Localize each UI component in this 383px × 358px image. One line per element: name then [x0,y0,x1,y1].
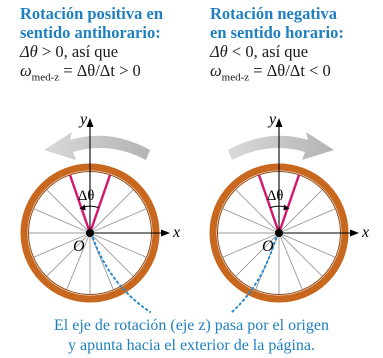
left-omega-sub: med-z [31,71,60,84]
left-wheel: y x O Δθ [20,111,180,313]
right-origin-label: O [262,238,274,255]
right-omega-rest: = Δθ/Δt < 0 [249,61,331,80]
left-cond-rel: > 0, así que [37,42,119,61]
right-title-line2: en sentido horario: [210,23,344,42]
left-radius-initial [88,174,112,234]
left-y-axis-arrow-icon [86,118,94,127]
right-omega: ωmed-z = Δθ/Δt < 0 [210,61,383,87]
left-radius-final [68,174,92,234]
caption-line2: y apunta hacia el exterior de la página. [68,337,315,354]
right-wheel: y x O Δθ [209,111,369,313]
right-cond-rel: < 0, así que [227,42,309,61]
left-angle-arc-arrow-icon [79,204,86,211]
right-angle-arc-arrow-icon [283,204,290,211]
left-x-axis-arrow-icon [161,229,170,237]
left-title-line2: sentido antihorario: [20,23,161,42]
left-axis-pointer [92,237,151,313]
right-x-label: x [361,224,369,241]
right-cond-symbol: Δθ [210,42,228,61]
left-rotation-arrow-icon [44,132,150,160]
right-radius-initial [257,174,281,234]
left-omega: ωmed-z = Δθ/Δt > 0 [20,61,195,87]
left-delta-theta-label: Δθ [78,188,94,204]
left-condition: Δθ > 0, así que [20,42,195,61]
left-panel-text: Rotación positiva en sentido antihorario… [20,4,195,87]
right-condition: Δθ < 0, así que [210,42,383,61]
right-title-line1: Rotación negativa [210,4,337,23]
left-hub [86,229,94,237]
left-title-line1: Rotación positiva en [20,4,164,23]
left-cond-symbol: Δθ [20,42,38,61]
axis-caption: El eje de rotación (eje z) pasa por el o… [0,316,383,356]
left-omega-rest: = Δθ/Δt > 0 [59,61,141,80]
right-axis-pointer [231,237,277,313]
right-y-axis-arrow-icon [275,118,283,127]
right-omega-symbol: ω [210,61,222,80]
left-origin-label: O [73,238,85,255]
right-hub [275,229,283,237]
right-panel-text: Rotación negativa en sentido horario: Δθ… [210,4,383,87]
right-y-label: y [267,111,277,128]
left-x-label: x [172,224,180,241]
left-y-label: y [78,111,88,128]
left-omega-symbol: ω [20,61,32,80]
right-x-axis-arrow-icon [350,229,359,237]
caption-line1: El eje de rotación (eje z) pasa por el o… [54,317,329,334]
right-delta-theta-label: Δθ [267,188,283,204]
right-radius-final [277,174,301,234]
right-rotation-arrow-icon [228,132,334,160]
right-omega-sub: med-z [221,71,250,84]
